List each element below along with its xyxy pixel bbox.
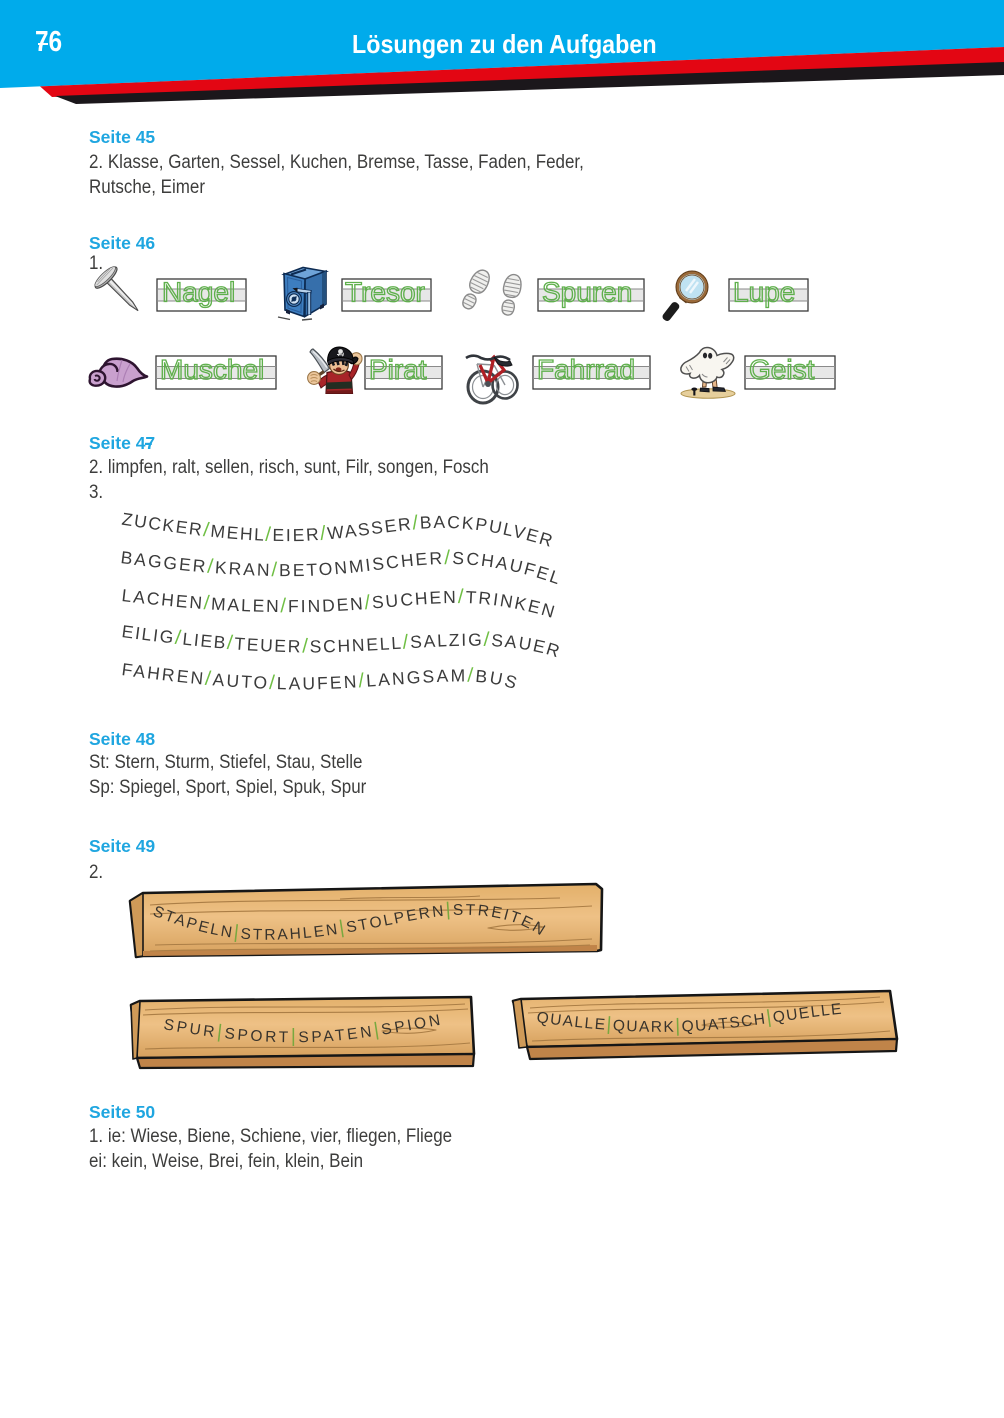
svg-text:Tresor: Tresor xyxy=(345,277,425,308)
svg-text:Geist: Geist xyxy=(749,354,815,385)
svg-text:LACHEN/MALEN/FINDEN/SUCHEN/TRI: LACHEN/MALEN/FINDEN/SUCHEN/TRINKEN xyxy=(121,585,559,622)
svg-text:Pirat: Pirat xyxy=(369,354,427,385)
svg-text:Spuren: Spuren xyxy=(542,277,632,308)
svg-text:Muschel: Muschel xyxy=(160,354,264,385)
svg-text:Lupe: Lupe xyxy=(733,277,795,308)
svg-text:BAGGER/KRAN/BETONMISCHER/SCHAU: BAGGER/KRAN/BETONMISCHER/SCHAUFEL xyxy=(120,547,565,589)
svg-text:Nagel: Nagel xyxy=(162,277,235,308)
svg-text:FAHREN/AUTO/LAUFEN/LANGSAM/BUS: FAHREN/AUTO/LAUFEN/LANGSAM/BUS xyxy=(121,659,522,694)
svg-text:Fahrrad: Fahrrad xyxy=(537,354,635,385)
svg-text:EILIG/LIEB/TEUER/SCHNELL/SALZI: EILIG/LIEB/TEUER/SCHNELL/SALZIG/SAUER xyxy=(121,621,564,662)
svg-text:ZUCKER/MEHL/EIER/WASSER/BACKPU: ZUCKER/MEHL/EIER/WASSER/BACKPULVER xyxy=(121,509,557,552)
